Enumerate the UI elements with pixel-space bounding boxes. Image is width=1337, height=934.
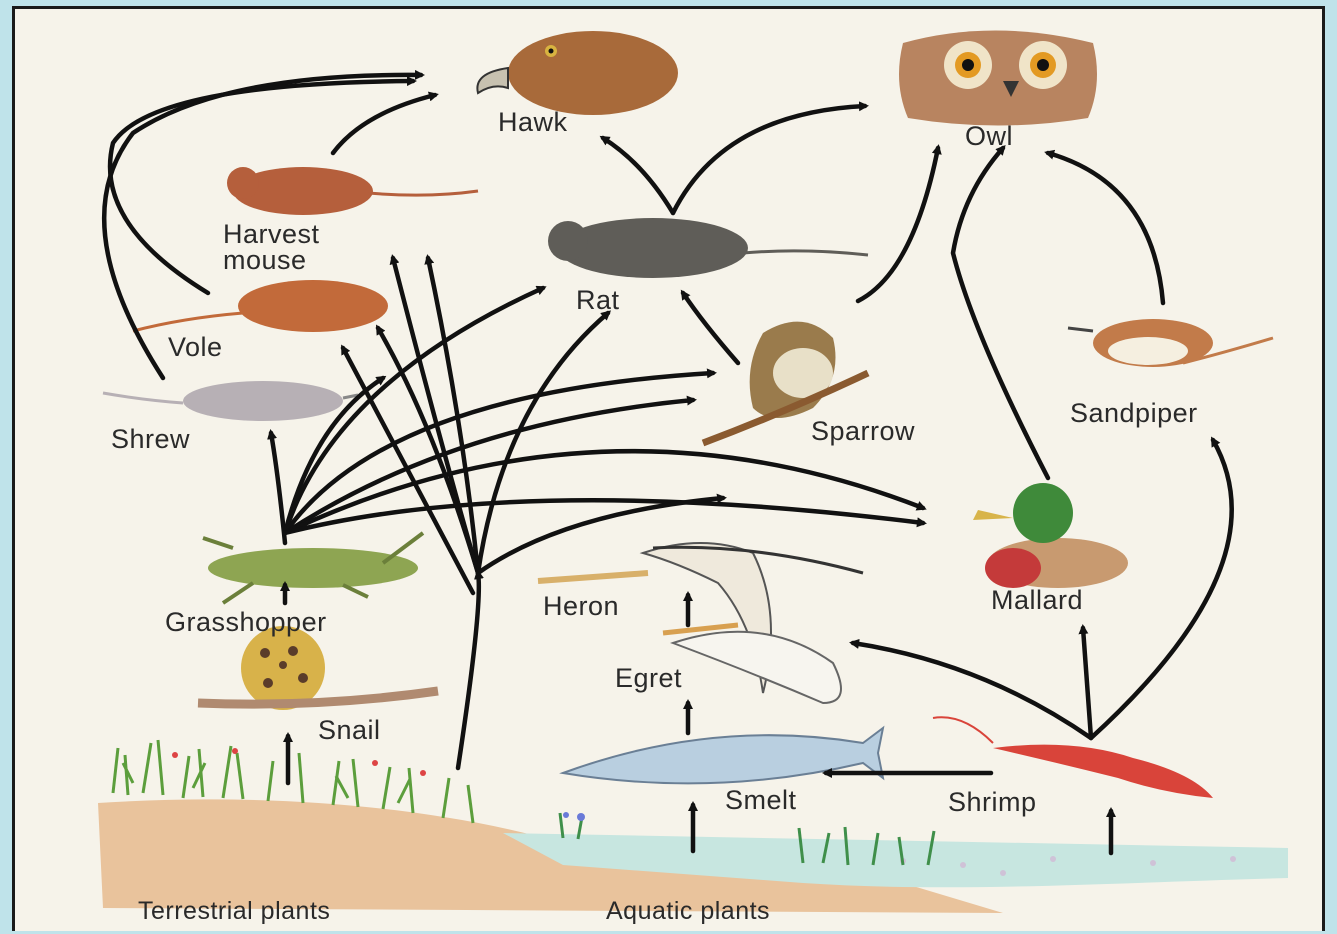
shrew-illustration — [103, 381, 358, 421]
sandpiper-illustration — [1068, 319, 1273, 367]
smelt-label: Smelt — [725, 785, 797, 815]
egret-label: Egret — [615, 663, 682, 693]
heron-label: Heron — [543, 591, 619, 621]
shrimp-illustration — [933, 717, 1213, 798]
grasshopper-label: Grasshopper — [165, 607, 327, 637]
shrimp-label: Shrimp — [948, 787, 1037, 817]
hawk-illustration — [477, 31, 678, 115]
snail-label: Snail — [318, 715, 381, 745]
vole-illustration — [133, 280, 388, 332]
mallard-label: Mallard — [991, 585, 1083, 615]
aquatic-plants-label: Aquatic plants — [606, 897, 770, 925]
shrew-label: Shrew — [111, 424, 190, 454]
rat-label: Rat — [576, 285, 620, 315]
terrestrial-plants-label: Terrestrial plants — [138, 897, 330, 925]
harvest-mouse-illustration — [227, 167, 478, 215]
owl-illustration — [899, 31, 1097, 126]
hawk-label: Hawk — [498, 107, 568, 137]
sparrow-label: Sparrow — [811, 416, 915, 446]
vole-label: Vole — [168, 332, 223, 362]
owl-label: Owl — [965, 121, 1013, 151]
food-web-diagram: Hawk Owl Harvest mouse Rat Vole Shrew Sp… — [12, 6, 1325, 931]
harvest-mouse-label-line2: mouse — [223, 245, 307, 275]
snail-illustration — [198, 626, 438, 710]
rat-illustration — [548, 218, 868, 278]
sandpiper-label: Sandpiper — [1070, 398, 1198, 428]
grasshopper-illustration — [203, 533, 423, 603]
mallard-illustration — [973, 483, 1128, 588]
food-web-canvas: Hawk Owl Harvest mouse Rat Vole Shrew Sp… — [15, 9, 1328, 934]
egret-illustration — [663, 625, 841, 703]
